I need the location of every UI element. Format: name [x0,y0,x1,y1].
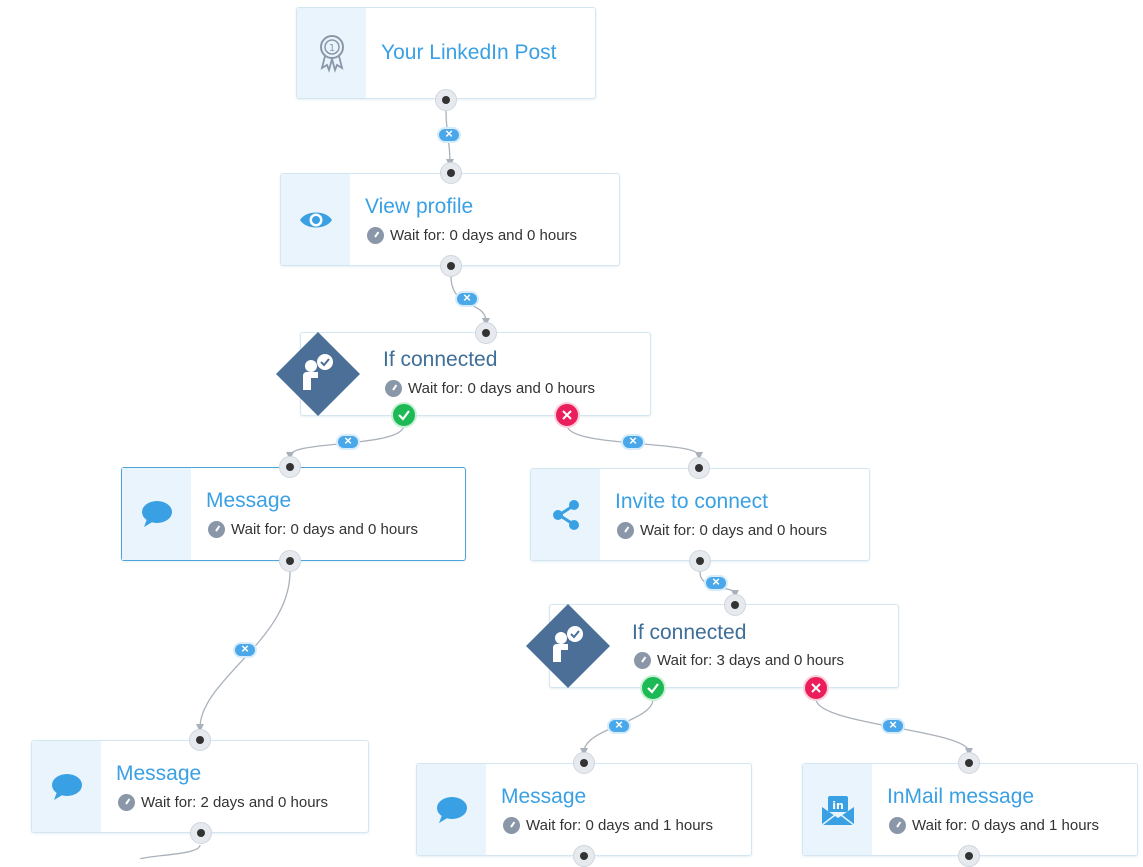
wait-label: Wait for: 0 days and 0 hours [640,522,828,539]
condition-title: If connected [383,348,498,371]
output-port[interactable] [279,550,301,572]
node-title: Message [116,762,202,785]
input-port[interactable] [475,322,497,344]
wait-label: Wait for: 0 days and 0 hours [408,380,596,397]
wait-time: Wait for: 0 days and 1 hours [503,817,713,834]
person-check-icon [276,332,360,416]
no-branch-port[interactable] [803,675,829,701]
icon-cell [281,174,350,265]
output-port[interactable] [435,89,457,111]
node-title: View profile [365,195,474,218]
delete-connection-button[interactable] [881,717,905,734]
delete-connection-button[interactable] [336,433,360,450]
wait-label: Wait for: 2 days and 0 hours [141,794,329,811]
output-port[interactable] [573,845,595,867]
delete-connection-button[interactable] [437,126,461,143]
view-profile-node[interactable]: View profile Wait for: 0 days and 0 hour… [280,173,620,266]
clock-icon [503,817,520,834]
output-port[interactable] [190,822,212,844]
icon-cell [417,764,486,855]
wait-time: Wait for: 3 days and 0 hours [634,652,844,669]
clock-icon [617,522,634,539]
person-check-icon [526,604,610,688]
output-port[interactable] [440,255,462,277]
no-branch-port[interactable] [554,402,580,428]
delete-connection-button[interactable] [621,433,645,450]
share-icon [552,499,579,530]
wait-label: Wait for: 0 days and 0 hours [231,521,419,538]
message-node-2[interactable]: Message Wait for: 2 days and 0 hours [31,740,369,833]
chat-bubble-icon [141,501,172,527]
linkedin-envelope-icon: in [821,795,854,826]
node-title: Invite to connect [615,490,768,513]
node-title: InMail message [887,785,1035,808]
wait-time: Wait for: 0 days and 0 hours [367,227,577,244]
condition-title: If connected [632,621,747,644]
message-node-1[interactable]: Message Wait for: 0 days and 0 hours [121,467,466,561]
delete-connection-button[interactable] [233,641,257,658]
svg-text:1: 1 [328,43,334,54]
chat-bubble-icon [51,773,82,800]
input-port[interactable] [440,162,462,184]
wait-label: Wait for: 3 days and 0 hours [657,652,845,669]
node-title: Message [206,489,292,512]
close-icon [811,683,821,693]
clock-icon [208,521,225,538]
delete-connection-button[interactable] [704,574,728,591]
input-port[interactable] [724,594,746,616]
chat-bubble-icon [436,796,467,823]
inmail-message-node[interactable]: in InMail message Wait for: 0 days and 1… [802,763,1138,856]
trigger-linkedin-post-node[interactable]: 1 Your LinkedIn Post [296,7,596,99]
invite-to-connect-node[interactable]: Invite to connect Wait for: 0 days and 0… [530,468,870,561]
node-title: Message [501,785,587,808]
check-icon [398,410,410,421]
message-node-3[interactable]: Message Wait for: 0 days and 1 hours [416,763,752,856]
edge-message2-out [139,844,201,859]
input-port[interactable] [279,456,301,478]
clock-icon [385,380,402,397]
wait-time: Wait for: 0 days and 1 hours [889,817,1099,834]
eye-icon [299,212,332,227]
clock-icon [367,227,384,244]
input-port[interactable] [573,752,595,774]
if-connected-condition-1[interactable]: If connected Wait for: 0 days and 0 hour… [300,332,651,416]
node-title: Your LinkedIn Post [381,41,557,64]
output-port[interactable] [689,550,711,572]
icon-cell [32,741,101,832]
clock-icon [634,652,651,669]
wait-time: Wait for: 0 days and 0 hours [385,380,595,397]
input-port[interactable] [958,752,980,774]
wait-label: Wait for: 0 days and 0 hours [390,227,578,244]
input-port[interactable] [688,457,710,479]
icon-cell: 1 [297,8,366,98]
wait-time: Wait for: 2 days and 0 hours [118,794,328,811]
clock-icon [118,794,135,811]
delete-connection-button[interactable] [455,290,479,307]
wait-label: Wait for: 0 days and 1 hours [526,817,714,834]
wait-label: Wait for: 0 days and 1 hours [912,817,1100,834]
yes-branch-port[interactable] [640,675,666,701]
delete-connection-button[interactable] [607,717,631,734]
svg-text:in: in [832,799,844,812]
clock-icon [889,817,906,834]
icon-cell [531,469,600,560]
icon-cell [122,468,191,560]
close-icon [562,410,572,420]
output-port[interactable] [958,845,980,867]
award-ribbon-icon: 1 [319,35,344,73]
check-icon [647,683,659,694]
icon-cell: in [803,764,872,855]
wait-time: Wait for: 0 days and 0 hours [617,522,827,539]
input-port[interactable] [189,729,211,751]
wait-time: Wait for: 0 days and 0 hours [208,521,418,538]
yes-branch-port[interactable] [391,402,417,428]
